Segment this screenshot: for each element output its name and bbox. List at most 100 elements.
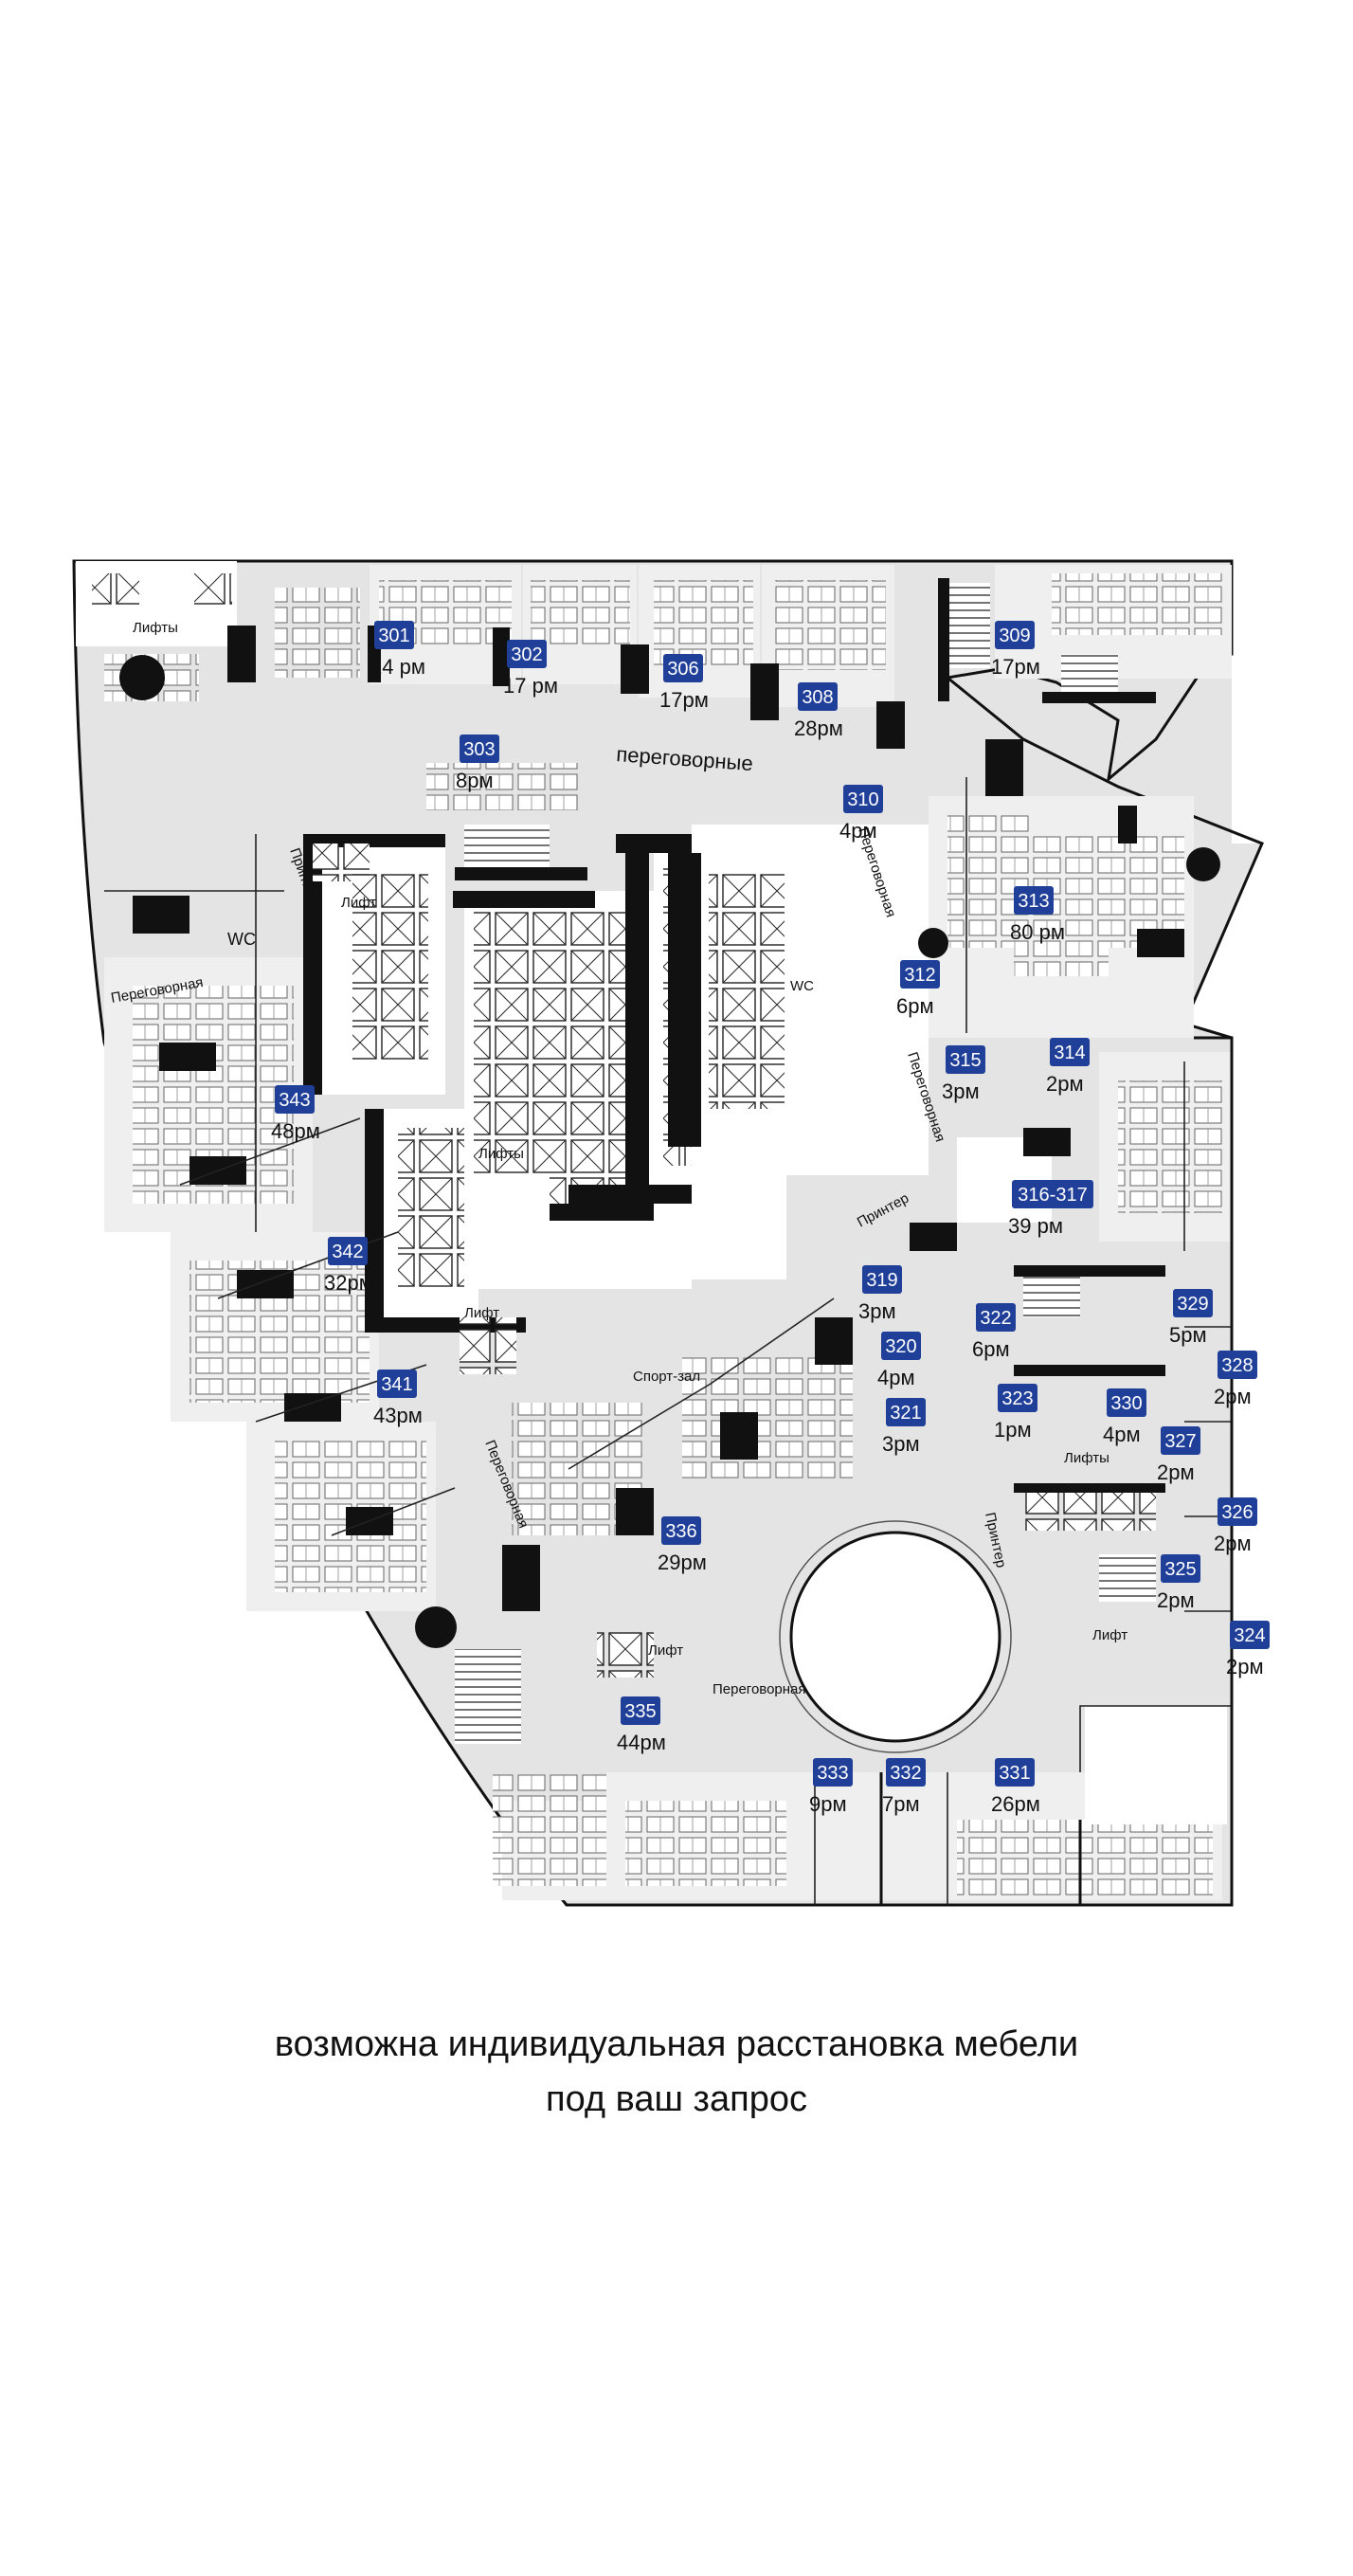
seat-count-306: 17рм xyxy=(659,688,709,712)
seat-count-316-317: 39 рм xyxy=(1008,1214,1063,1238)
office-tag-322[interactable]: 322 xyxy=(976,1303,1016,1332)
office-number: 302 xyxy=(511,644,542,665)
office-tag-332[interactable]: 332 xyxy=(886,1758,926,1787)
office-tag-315[interactable]: 315 xyxy=(946,1045,985,1074)
seat-count-341: 43рм xyxy=(373,1404,423,1427)
office-tag-333[interactable]: 333 xyxy=(813,1758,853,1787)
office-number: 335 xyxy=(624,1701,656,1722)
seat-count-327: 2рм xyxy=(1157,1460,1195,1484)
label-lift-2: Лифт xyxy=(464,1305,499,1321)
seat-count-330: 4рм xyxy=(1103,1423,1141,1446)
office-number: 330 xyxy=(1110,1393,1142,1414)
office-number: 310 xyxy=(847,789,878,810)
seat-count-343: 48рм xyxy=(271,1119,320,1143)
office-tag-316-317[interactable]: 316-317 xyxy=(1012,1180,1093,1208)
seat-count-301: 14 рм xyxy=(370,655,425,679)
office-tag-325[interactable]: 325 xyxy=(1161,1554,1200,1583)
office-tag-327[interactable]: 327 xyxy=(1161,1426,1200,1455)
office-tag-310[interactable]: 310 xyxy=(843,785,883,813)
seat-count-331: 26рм xyxy=(991,1792,1040,1816)
office-number: 313 xyxy=(1018,891,1049,912)
office-number: 328 xyxy=(1221,1355,1253,1376)
label-wc-left: WC xyxy=(227,930,256,949)
label-lift-3: Лифт xyxy=(1092,1627,1128,1643)
seat-count-326: 2рм xyxy=(1214,1532,1252,1555)
seat-count-322: 6рм xyxy=(972,1337,1010,1361)
office-tag-314[interactable]: 314 xyxy=(1050,1038,1090,1066)
label-lifts-top: Лифты xyxy=(133,620,178,636)
seat-count-315: 3рм xyxy=(942,1079,980,1103)
seat-count-314: 2рм xyxy=(1046,1072,1084,1096)
office-tag-306[interactable]: 306 xyxy=(663,654,703,682)
office-tags[interactable]: 301 14 рм 302 17 рм 306 17рм 308 28рм 309 17рм 303… xyxy=(271,621,1270,1816)
office-number: 341 xyxy=(381,1374,412,1395)
office-number: 322 xyxy=(980,1308,1011,1329)
seat-count-309: 17рм xyxy=(991,655,1040,679)
atrium xyxy=(779,1520,1012,1753)
label-wc-center: WC xyxy=(790,978,814,994)
seat-count-321: 3рм xyxy=(882,1432,920,1456)
office-number: 331 xyxy=(999,1763,1030,1784)
office-tag-323[interactable]: 323 xyxy=(998,1384,1037,1412)
office-tag-324[interactable]: 324 xyxy=(1230,1621,1270,1649)
office-number: 320 xyxy=(885,1336,916,1357)
office-tag-330[interactable]: 330 xyxy=(1107,1388,1146,1417)
office-tag-336[interactable]: 336 xyxy=(661,1516,701,1545)
office-tag-308[interactable]: 308 xyxy=(798,682,838,711)
office-number: 329 xyxy=(1177,1294,1208,1315)
office-number: 308 xyxy=(802,687,833,708)
seat-count-313: 80 рм xyxy=(1010,920,1065,944)
seat-count-342: 32рм xyxy=(324,1271,373,1295)
office-tag-342[interactable]: 342 xyxy=(328,1237,368,1265)
office-tag-313[interactable]: 313 xyxy=(1014,886,1054,915)
office-number: 315 xyxy=(949,1050,981,1071)
seat-count-328: 2рм xyxy=(1214,1385,1252,1408)
office-number: 309 xyxy=(999,626,1030,646)
seat-count-336: 29рм xyxy=(658,1551,707,1574)
office-tag-329[interactable]: 329 xyxy=(1173,1289,1213,1317)
furniture-note: возможна индивидуальная расстановка мебе… xyxy=(0,2017,1353,2127)
seat-count-312: 6рм xyxy=(896,994,934,1018)
office-tag-343[interactable]: 343 xyxy=(275,1085,315,1114)
label-lifts-right: Лифты xyxy=(1064,1450,1109,1466)
office-tag-335[interactable]: 335 xyxy=(621,1696,660,1725)
seat-count-324: 2рм xyxy=(1226,1655,1264,1678)
office-tag-331[interactable]: 331 xyxy=(995,1758,1035,1787)
label-lift-4: Лифт xyxy=(648,1642,683,1659)
office-number: 336 xyxy=(665,1521,696,1542)
office-tag-321[interactable]: 321 xyxy=(886,1398,926,1426)
office-number: 321 xyxy=(890,1403,921,1424)
office-number: 324 xyxy=(1234,1625,1265,1646)
seat-count-308: 28рм xyxy=(794,717,843,740)
building-core xyxy=(76,561,1227,1824)
seat-count-319: 3рм xyxy=(858,1299,896,1323)
seat-count-333: 9рм xyxy=(809,1792,847,1816)
office-tag-312[interactable]: 312 xyxy=(900,960,940,989)
office-number: 306 xyxy=(667,659,698,680)
office-number: 325 xyxy=(1164,1559,1196,1580)
office-tag-320[interactable]: 320 xyxy=(881,1332,921,1360)
office-number: 332 xyxy=(890,1763,921,1784)
office-number: 301 xyxy=(378,626,409,646)
seat-count-302: 17 рм xyxy=(503,674,558,698)
label-lifts-center: Лифты xyxy=(478,1146,524,1162)
office-tag-341[interactable]: 341 xyxy=(377,1370,417,1398)
office-tag-303[interactable]: 303 xyxy=(460,735,499,763)
office-number: 303 xyxy=(463,739,495,760)
office-number: 326 xyxy=(1221,1502,1253,1523)
office-number: 333 xyxy=(817,1763,848,1784)
label-meeting-bottom: Переговорная xyxy=(713,1681,806,1697)
office-tag-301[interactable]: 301 xyxy=(374,621,414,649)
office-tag-328[interactable]: 328 xyxy=(1218,1351,1257,1379)
office-tag-302[interactable]: 302 xyxy=(507,640,547,668)
office-number: 327 xyxy=(1164,1431,1196,1452)
office-tag-309[interactable]: 309 xyxy=(995,621,1035,649)
office-number: 316-317 xyxy=(1018,1185,1087,1206)
office-number: 312 xyxy=(904,965,935,986)
seat-count-329: 5рм xyxy=(1169,1323,1207,1347)
office-tag-319[interactable]: 319 xyxy=(862,1265,902,1294)
office-tag-326[interactable]: 326 xyxy=(1218,1497,1257,1526)
seat-count-335: 44рм xyxy=(617,1731,666,1754)
walls xyxy=(104,626,1234,1905)
